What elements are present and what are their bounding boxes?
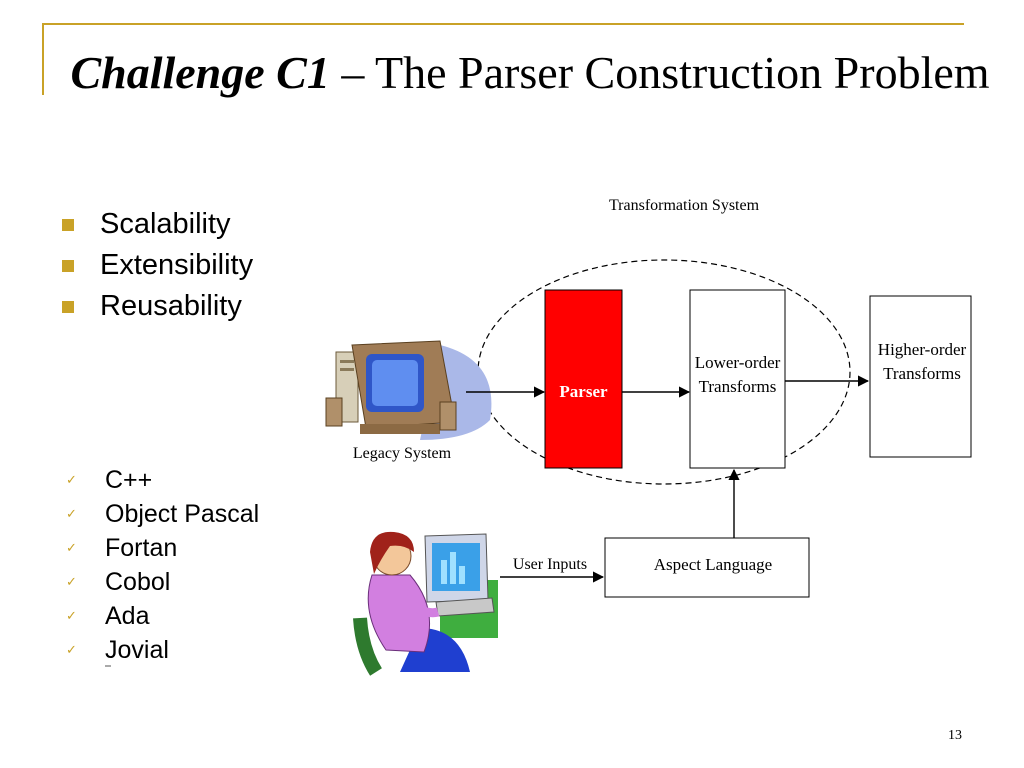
bullet-text: Extensibility xyxy=(100,249,254,281)
language-item: ✓ Object Pascal xyxy=(66,497,259,531)
square-bullet-icon xyxy=(62,218,74,231)
bullet-item: Reusability xyxy=(62,286,253,327)
checkmark-icon: ✓ xyxy=(66,608,77,623)
slide-title: Challenge C1 – The Parser Construction P… xyxy=(60,42,1000,104)
computer-clipart-icon xyxy=(325,340,492,440)
higher-order-box xyxy=(869,295,972,458)
language-text: Cobol xyxy=(105,568,171,596)
list-remnant-mark xyxy=(105,665,111,667)
checkmark-icon: ✓ xyxy=(66,472,77,487)
language-text: Fortan xyxy=(105,534,178,562)
language-item: ✓ Fortan xyxy=(66,531,259,565)
quality-bullet-list: Scalability Extensibility Reusability xyxy=(62,204,253,327)
transformation-system-label: Transformation System xyxy=(608,197,760,214)
higher-order-label: Higher-order Transforms xyxy=(877,340,967,383)
language-item: ✓ Cobol xyxy=(66,565,259,599)
bullet-item: Scalability xyxy=(62,204,253,245)
legacy-system-label: Legacy System xyxy=(352,445,452,462)
bullet-text: Reusability xyxy=(100,290,242,322)
parser-box xyxy=(544,289,623,469)
aspect-language-label: Aspect Language xyxy=(653,555,773,574)
bullet-item: Extensibility xyxy=(62,245,253,286)
language-text: Ada xyxy=(105,602,150,630)
language-text: C++ xyxy=(105,466,153,494)
language-text: Object Pascal xyxy=(105,500,260,528)
transformation-system-boundary xyxy=(477,259,851,485)
title-emphasis: Challenge C1 xyxy=(70,47,330,98)
aspect-language-box xyxy=(604,537,810,598)
language-list: ✓C++ ✓Object Pascal ✓Fortan ✓Cobol ✓Ada … xyxy=(66,463,259,667)
language-item: ✓ Jovial xyxy=(66,633,259,667)
lower-order-label: Lower-order Transforms xyxy=(694,353,781,396)
parser-label: Parser xyxy=(559,382,608,401)
bullet-text: Scalability xyxy=(100,208,231,240)
language-item: ✓ C++ xyxy=(66,463,259,497)
user-inputs-label: User Inputs xyxy=(512,556,588,573)
title-accent-rule xyxy=(42,23,964,25)
square-bullet-icon xyxy=(62,300,74,313)
language-text: Jovial xyxy=(105,636,169,664)
language-item: ✓ Ada xyxy=(66,599,259,633)
checkmark-icon: ✓ xyxy=(66,574,77,589)
checkmark-icon: ✓ xyxy=(66,642,77,657)
title-rest: – The Parser Construction Problem xyxy=(329,47,990,98)
checkmark-icon: ✓ xyxy=(66,506,77,521)
square-bullet-icon xyxy=(62,259,74,272)
user-at-computer-clipart-icon xyxy=(353,531,498,676)
lower-order-box xyxy=(689,289,786,469)
checkmark-icon: ✓ xyxy=(66,540,77,555)
page-number: 13 xyxy=(948,728,962,743)
title-accent-bar xyxy=(42,23,44,95)
